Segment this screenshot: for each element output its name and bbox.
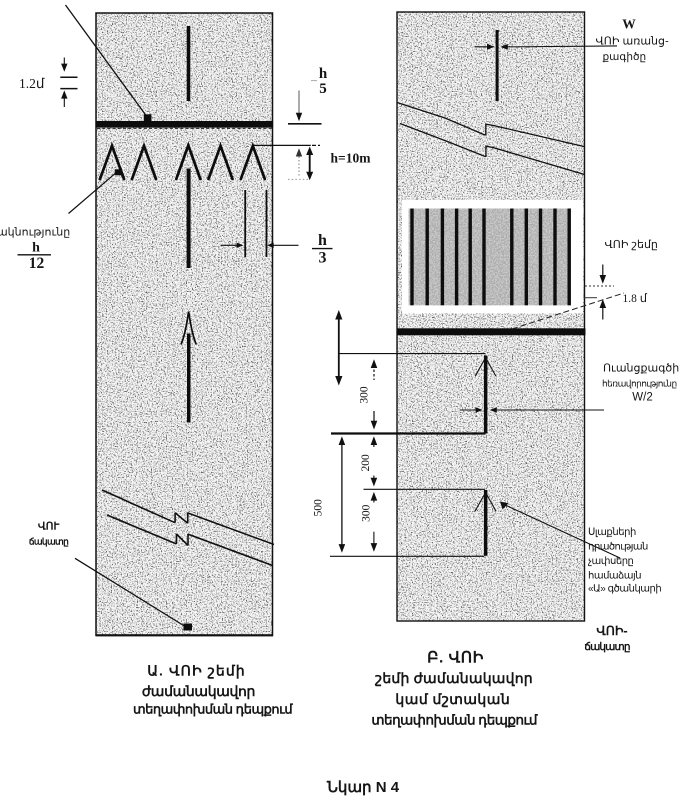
svg-text:1.2մ: 1.2մ bbox=[19, 76, 46, 91]
svg-text:5: 5 bbox=[319, 81, 327, 97]
svg-text:համաձայն: համաձայն bbox=[588, 571, 641, 582]
svg-text:շեմի ժամանակավոր: շեմի ժամանակավոր bbox=[374, 670, 533, 687]
svg-text:ժամանակավոր: ժամանակավոր bbox=[142, 683, 255, 700]
svg-text:Բ. ՎՈԻ: Բ. ՎՈԻ bbox=[427, 650, 484, 667]
svg-text:ՎՈՒ: ՎՈՒ bbox=[38, 521, 61, 533]
svg-text:քագիծը: քագիծը bbox=[603, 51, 647, 63]
svg-text:Սլաքների: Սլաքների bbox=[588, 527, 636, 538]
svg-text:W: W bbox=[622, 17, 636, 32]
svg-text:հեռավորությունը: հեռավորությունը bbox=[602, 379, 677, 389]
svg-text:Ա. ՎՈԻ շեմի: Ա. ՎՈԻ շեմի bbox=[147, 663, 246, 680]
svg-text:ճակատը: ճակատը bbox=[29, 537, 69, 548]
svg-text:h: h bbox=[32, 241, 40, 256]
svg-text:դրածության: դրածության bbox=[588, 542, 648, 553]
svg-text:200: 200 bbox=[360, 454, 372, 472]
svg-text:ՎՈԻ առանց-: ՎՈԻ առանց- bbox=[596, 36, 669, 48]
svg-text:h: h bbox=[318, 232, 327, 249]
svg-text:W/2: W/2 bbox=[632, 392, 652, 404]
svg-text:Ուանցքագծի: Ուանցքագծի bbox=[603, 363, 679, 375]
svg-text:h: h bbox=[319, 66, 328, 82]
svg-text:12: 12 bbox=[29, 255, 45, 272]
svg-text:Նկար N 4: Նկար N 4 bbox=[326, 779, 400, 796]
svg-text:ՎՈԻ շեմը: ՎՈԻ շեմը bbox=[605, 239, 658, 251]
svg-text:300: 300 bbox=[359, 386, 371, 404]
svg-text:1.8 մ: 1.8 մ bbox=[623, 292, 648, 305]
svg-text:տեղափոխման դեպքում: տեղափոխման դեպքում bbox=[371, 713, 539, 729]
svg-text:300: 300 bbox=[361, 504, 373, 522]
svg-text:չափսերը: չափսերը bbox=[588, 556, 634, 567]
svg-text:«Ա» գծանկարի: «Ա» գծանկարի bbox=[588, 584, 661, 595]
svg-text:h=10m: h=10m bbox=[331, 151, 372, 166]
svg-text:ճակատը: ճակատը bbox=[584, 641, 630, 653]
svg-text:ՎՈԻ-: ՎՈԻ- bbox=[596, 624, 627, 638]
svg-text:500: 500 bbox=[312, 499, 324, 517]
svg-text:3: 3 bbox=[319, 250, 327, 267]
svg-text:տեղափոխման դեպքում: տեղափոխման դեպքում bbox=[133, 702, 293, 717]
svg-text:կամ մշտական: կամ մշտական bbox=[395, 691, 510, 708]
